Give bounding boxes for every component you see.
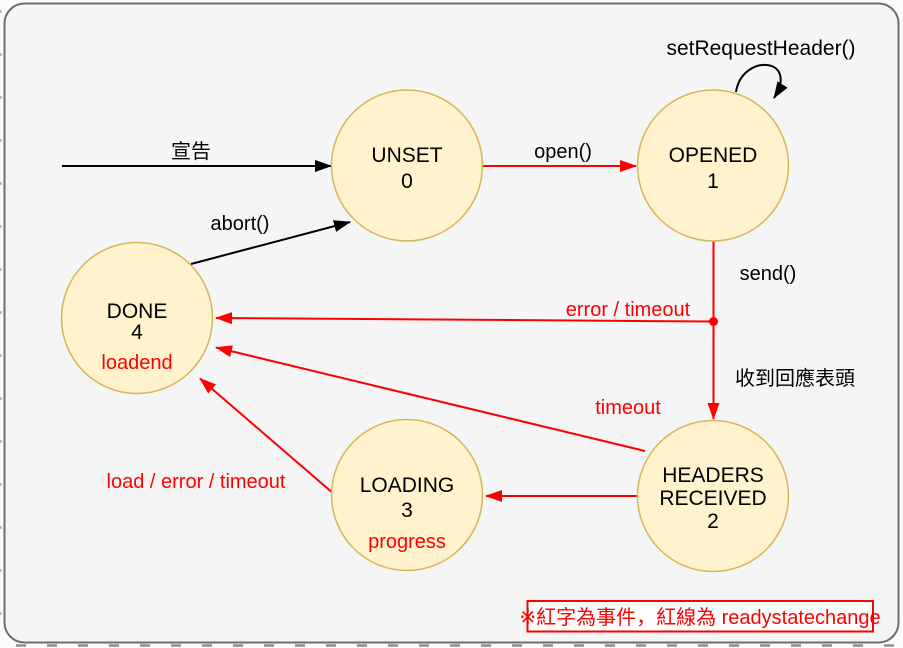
state-node-done — [60, 241, 214, 395]
edge-junction-dot — [709, 317, 718, 326]
edge-set-request-header-label: setRequestHeader() — [666, 37, 855, 60]
done-number: 4 — [131, 321, 143, 344]
state-node-opened — [636, 89, 790, 242]
headers-received-number: 2 — [707, 510, 719, 533]
edge-declare-label: 宣告 — [171, 140, 211, 163]
done-label: DONE — [107, 300, 168, 323]
loading-label: LOADING — [360, 474, 455, 497]
legend-note-text: ※紅字為事件，紅線為 readystatechange — [519, 606, 880, 629]
loading-event-label: progress — [368, 531, 446, 553]
edge-received-response-headers-label: 收到回應表頭 — [735, 366, 855, 390]
headers-received-label-line2: RECEIVED — [659, 487, 766, 510]
loading-number: 3 — [401, 499, 413, 522]
opened-number: 1 — [707, 170, 719, 193]
edge-send-label: send() — [740, 263, 797, 285]
edge-load-error-timeout-label: load / error / timeout — [107, 471, 286, 493]
state-node-unset — [330, 89, 484, 242]
edge-error-timeout-label: error / timeout — [566, 299, 691, 321]
edge-load-error-timeout-line — [199, 377, 335, 495]
legend-note-box — [526, 600, 874, 633]
done-event-label: loadend — [101, 352, 172, 374]
edge-error-timeout-line — [215, 312, 714, 325]
edge-abort-line — [190, 220, 351, 265]
state-node-headers-received — [636, 419, 790, 573]
unset-number: 0 — [401, 170, 413, 193]
edge-timeout-label: timeout — [595, 397, 661, 419]
edge-abort-label: abort() — [211, 213, 270, 235]
headers-received-label-line1: HEADERS — [662, 464, 764, 487]
opened-label: OPENED — [669, 144, 758, 167]
edge-timeout-line — [215, 345, 646, 452]
unset-label: UNSET — [371, 144, 442, 167]
edge-set-request-header-loop — [735, 63, 788, 99]
edge-open-label: open() — [534, 141, 592, 163]
state-node-loading — [330, 418, 484, 572]
